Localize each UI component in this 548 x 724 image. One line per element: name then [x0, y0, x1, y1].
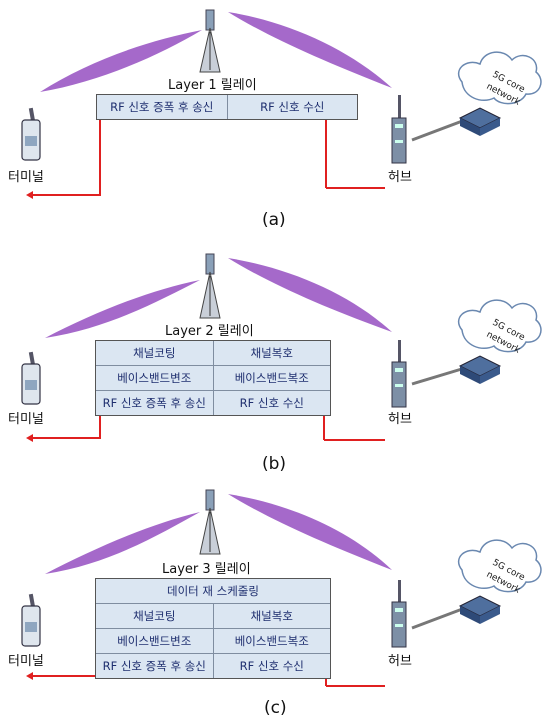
terminal-label: 터미널: [8, 412, 44, 427]
panel-caption: (a): [262, 210, 286, 230]
protocol-row-channel: 채널코팅 채널복호: [96, 341, 330, 365]
signal-arrow-head: [26, 191, 33, 199]
terminal-device-icon: [21, 107, 41, 161]
cell-baseband-demod: 베이스밴드복조: [212, 629, 331, 653]
relay-protocol-block: 채널코팅 채널복호 베이스밴드변조 베이스밴드복조 RF 신호 증폭 후 송신 …: [95, 340, 331, 416]
router-icon: [458, 107, 502, 136]
5g-core-cloud-icon: 5G core network: [457, 51, 542, 108]
hub-device-icon: [391, 95, 407, 164]
protocol-row-baseband: 베이스밴드변조 베이스밴드복조: [96, 628, 330, 653]
hub-label: 허브: [388, 412, 412, 427]
5g-core-cloud-icon: 5G core network: [457, 539, 542, 596]
protocol-row-scheduling: 데이터 재 스케줄링: [96, 579, 330, 603]
cell-baseband-mod: 베이스밴드변조: [117, 371, 192, 385]
relay-tower-icon: [199, 489, 221, 555]
relay-tower-icon: [199, 253, 221, 319]
protocol-row-channel: 채널코팅 채널복호: [96, 603, 330, 628]
relay-protocol-block: 데이터 재 스케줄링 채널코팅 채널복호 베이스밴드변조 베이스밴드복조 RF …: [95, 578, 331, 679]
backhaul-link: [411, 366, 466, 386]
hub-label: 허브: [388, 170, 412, 185]
cell-rf-rx: RF 신호 수신: [212, 391, 331, 415]
backhaul-link: [411, 606, 466, 630]
router-icon: [458, 355, 502, 384]
protocol-row-rf: RF 신호 증폭 후 송신 RF 신호 수신: [96, 390, 330, 415]
cell-channel-decoding: 채널복호: [212, 341, 331, 365]
hub-device-icon: [391, 340, 407, 408]
cell-rf-rx: RF 신호 수신: [212, 654, 331, 678]
cell-baseband-demod: 베이스밴드복조: [212, 366, 331, 390]
5g-core-cloud-icon: 5G core network: [457, 299, 542, 356]
cell-channel-decoding: 채널복호: [212, 604, 331, 628]
cell-channel-coding: 채널코팅: [133, 609, 176, 623]
protocol-row-rf: RF 신호 증폭 후 송신 RF 신호 수신: [96, 653, 330, 678]
relay-protocol-block: RF 신호 증폭 후 송신 RF 신호 수신: [96, 94, 358, 120]
terminal-label: 터미널: [8, 654, 44, 669]
diagram-graphics: 5G core network: [21, 9, 542, 199]
panel-layer2: 5G core network Layer 2 릴레이 채널코팅 채널복호 베이…: [0, 240, 548, 480]
cell-data-rescheduling: 데이터 재 스케줄링: [167, 584, 259, 598]
beam-left: [45, 280, 200, 338]
panel-layer3: 5G core network Layer 3 릴레이 데이터 재 스케줄링 채…: [0, 480, 548, 724]
cell-rf-tx: RF 신호 증폭 후 송신: [102, 396, 206, 410]
hub-label: 허브: [388, 654, 412, 669]
signal-arrow-head: [26, 434, 33, 442]
cell-rf-tx: RF 신호 증폭 후 송신: [110, 100, 214, 114]
cell-channel-coding: 채널코팅: [133, 346, 176, 360]
protocol-row-baseband: 베이스밴드변조 베이스밴드복조: [96, 365, 330, 390]
panel-caption: (b): [262, 454, 287, 474]
hub-device-icon: [391, 580, 407, 648]
terminal-label: 터미널: [8, 170, 44, 185]
relay-title: Layer 3 릴레이: [162, 562, 251, 577]
relay-title: Layer 2 릴레이: [165, 324, 254, 339]
beam-left: [45, 512, 200, 574]
diagram-graphics: 5G core network: [21, 489, 542, 687]
signal-arrow-head: [26, 672, 33, 680]
terminal-device-icon: [21, 593, 41, 647]
cell-baseband-mod: 베이스밴드변조: [117, 634, 192, 648]
protocol-row-rf: RF 신호 증폭 후 송신 RF 신호 수신: [97, 95, 357, 119]
beam-right: [228, 12, 392, 88]
router-icon: [458, 595, 502, 624]
cell-rf-rx: RF 신호 수신: [226, 95, 358, 119]
backhaul-link: [411, 118, 466, 142]
cell-rf-tx: RF 신호 증폭 후 송신: [102, 659, 206, 673]
beam-right: [228, 258, 392, 332]
relay-title: Layer 1 릴레이: [168, 78, 257, 93]
diagram-graphics: 5G core network: [21, 253, 542, 442]
relay-tower-icon: [199, 9, 221, 73]
beam-right: [228, 494, 392, 570]
panel-layer1: 5G core network Layer 1 릴레이 RF 신호 증폭 후 송…: [0, 0, 548, 240]
panel-caption: (c): [264, 698, 287, 718]
beam-left: [40, 30, 202, 92]
terminal-device-icon: [21, 351, 41, 405]
